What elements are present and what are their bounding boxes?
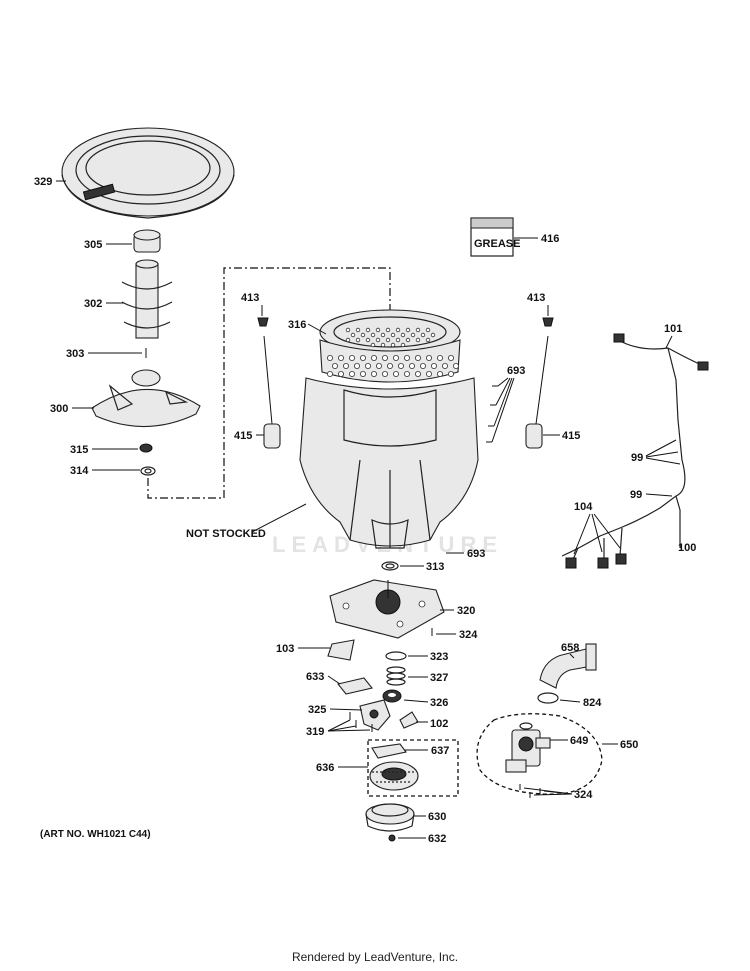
part-693-screws[interactable] (486, 385, 498, 443)
callout-415-left: 415 (234, 430, 252, 442)
callout-649: 649 (570, 735, 588, 747)
assembly-bracket (147, 267, 391, 499)
part-413-415-suspension-right[interactable] (525, 317, 554, 449)
callout-413-right: 413 (527, 292, 545, 304)
part-300-impeller[interactable] (91, 369, 201, 428)
callout-329: 329 (34, 176, 52, 188)
art-number: (ART NO. WH1021 C44) (40, 829, 151, 840)
callout-102: 102 (430, 718, 448, 730)
part-632-bolt[interactable] (388, 834, 396, 842)
part-637-rotor-position-sensor[interactable] (371, 743, 407, 759)
part-329-lid-ring[interactable] (61, 127, 235, 219)
callout-314: 314 (70, 465, 89, 477)
part-824-hose-clamp[interactable] (537, 692, 559, 704)
callout-415-right: 415 (562, 430, 580, 442)
part-633-pad[interactable] (337, 677, 373, 695)
callout-693-top: 693 (507, 365, 525, 377)
callout-305: 305 (84, 239, 102, 251)
callout-104: 104 (574, 501, 593, 513)
callout-416: 416 (541, 233, 559, 245)
part-314-washer[interactable] (140, 466, 156, 476)
part-102-clip[interactable] (399, 711, 419, 729)
not-stocked-label: NOT STOCKED (186, 528, 266, 540)
callout-316: 316 (288, 319, 306, 331)
callout-636: 636 (316, 762, 334, 774)
grease-label: GREASE (474, 238, 520, 250)
part-636-stator[interactable] (369, 761, 419, 791)
callout-324-lower: 324 (574, 789, 593, 801)
callout-101: 101 (664, 323, 682, 335)
callout-632: 632 (428, 833, 446, 845)
callout-326: 326 (430, 697, 448, 709)
part-326-bearing[interactable] (382, 689, 402, 703)
callout-300: 300 (50, 403, 68, 415)
part-658-drain-hose[interactable] (539, 643, 597, 689)
part-319-screws[interactable] (349, 712, 373, 732)
callout-658: 658 (561, 642, 579, 654)
part-327-spring[interactable] (386, 666, 406, 686)
pump-assembly-loop (476, 713, 603, 795)
callout-413-left: 413 (241, 292, 259, 304)
callout-325: 325 (308, 704, 326, 716)
part-323-ring[interactable] (385, 651, 407, 661)
motor-assembly-box (367, 739, 459, 797)
part-416-grease[interactable]: GREASE (470, 217, 520, 257)
footer-credit: Rendered by LeadVenture, Inc. (291, 950, 459, 964)
part-305-agitator-cap[interactable] (133, 229, 161, 253)
callout-633: 633 (306, 671, 324, 683)
part-313-seal[interactable] (381, 561, 399, 571)
part-315-nut[interactable] (139, 443, 153, 453)
callout-327: 327 (430, 672, 448, 684)
part-320-mounting-plate[interactable] (329, 579, 445, 639)
callout-824: 824 (583, 697, 602, 709)
callout-302: 302 (84, 298, 102, 310)
part-wire-harness[interactable] (561, 333, 709, 569)
callout-320: 320 (457, 605, 475, 617)
callout-630: 630 (428, 811, 446, 823)
callout-637: 637 (431, 745, 449, 757)
callout-323: 323 (430, 651, 448, 663)
part-302-auger[interactable] (121, 259, 173, 339)
part-103-bracket[interactable] (327, 639, 355, 661)
callout-99-upper: 99 (631, 452, 643, 464)
callout-100: 100 (678, 542, 696, 554)
part-324-screws-lower[interactable] (519, 784, 541, 798)
callout-315: 315 (70, 444, 88, 456)
part-325-shifter[interactable] (359, 699, 391, 731)
callout-99-lower: 99 (630, 489, 642, 501)
part-413-415-suspension-left[interactable] (257, 317, 281, 449)
callout-324-upper: 324 (459, 629, 478, 641)
part-316-wash-basket[interactable] (299, 309, 479, 549)
part-649-drain-pump[interactable] (505, 722, 551, 773)
callout-103: 103 (276, 643, 294, 655)
part-630-rotor[interactable] (365, 803, 415, 832)
callout-313: 313 (426, 561, 444, 573)
callout-303: 303 (66, 348, 84, 360)
callout-319: 319 (306, 726, 324, 738)
basket-perforations (326, 327, 459, 377)
callout-693-bottom: 693 (467, 548, 485, 560)
callout-650: 650 (620, 739, 638, 751)
